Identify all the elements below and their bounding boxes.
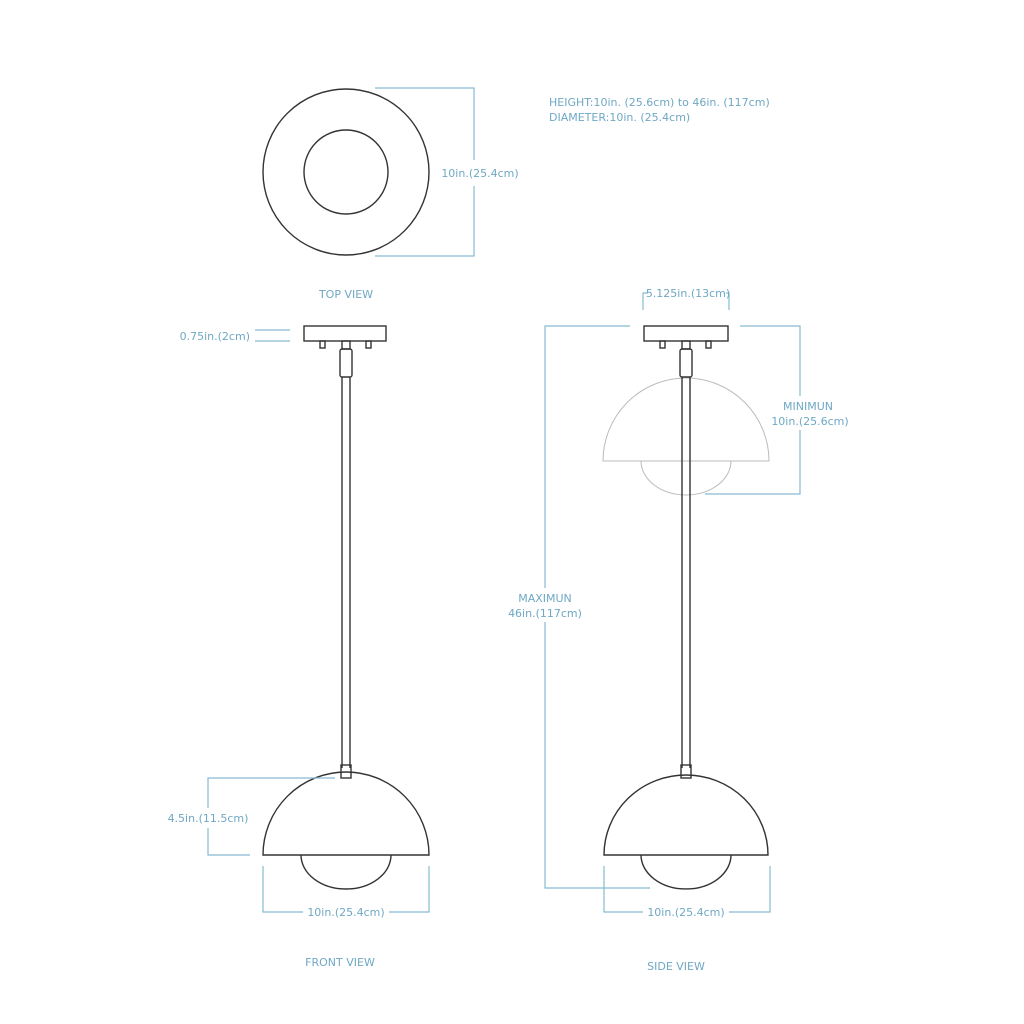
canopy-width-label: 5.125in.(13cm) [646, 287, 730, 300]
swivel-joint [339, 348, 353, 378]
rod [681, 377, 691, 768]
spec-height: HEIGHT:10in. (25.6cm) to 46in. (117cm) [549, 96, 770, 109]
top-view-title: TOP VIEW [318, 288, 373, 301]
canopy-width-dimension [642, 292, 730, 310]
canopy [643, 325, 729, 342]
maximum-value: 46in.(117cm) [508, 607, 582, 620]
ghost-shade-minimum [602, 377, 770, 462]
side-view: 5.125in.(13cm) MINIMUN 10in.(25.6cm) MAX… [508, 287, 849, 973]
front-view-title: FRONT VIEW [305, 956, 375, 969]
shade [603, 774, 769, 856]
canopy [303, 325, 387, 342]
shade [262, 771, 430, 856]
maximum-label: MAXIMUN [518, 592, 572, 605]
canopy-height-label: 0.75in.(2cm) [180, 330, 250, 343]
front-width-label: 10in.(25.4cm) [307, 906, 384, 919]
minimum-value: 10in.(25.6cm) [771, 415, 848, 428]
top-outer-circle [262, 88, 430, 256]
top-diameter-dimension [375, 87, 475, 257]
maximum-dimension [544, 325, 650, 889]
shade-height-dimension [207, 777, 335, 856]
bulb [300, 854, 392, 890]
minimum-dimension [705, 325, 801, 495]
canopy-height-dimension [255, 329, 290, 342]
shade-width-dimension [603, 866, 771, 913]
top-view: 10in.(25.4cm) TOP VIEW [262, 87, 519, 301]
side-width-label: 10in.(25.4cm) [647, 906, 724, 919]
bulb [640, 854, 732, 890]
shade-height-label: 4.5in.(11.5cm) [168, 812, 249, 825]
top-diameter-label: 10in.(25.4cm) [441, 167, 518, 180]
top-inner-circle [303, 129, 389, 215]
rod [341, 377, 351, 768]
minimum-label: MINIMUN [783, 400, 833, 413]
spec-diameter: DIAMETER:10in. (25.4cm) [549, 111, 690, 124]
side-view-title: SIDE VIEW [647, 960, 705, 973]
front-view: 0.75in.(2cm) 4.5in.(11.5cm) 10in.(25.4cm… [168, 325, 430, 969]
shade-width-dimension [262, 866, 430, 913]
